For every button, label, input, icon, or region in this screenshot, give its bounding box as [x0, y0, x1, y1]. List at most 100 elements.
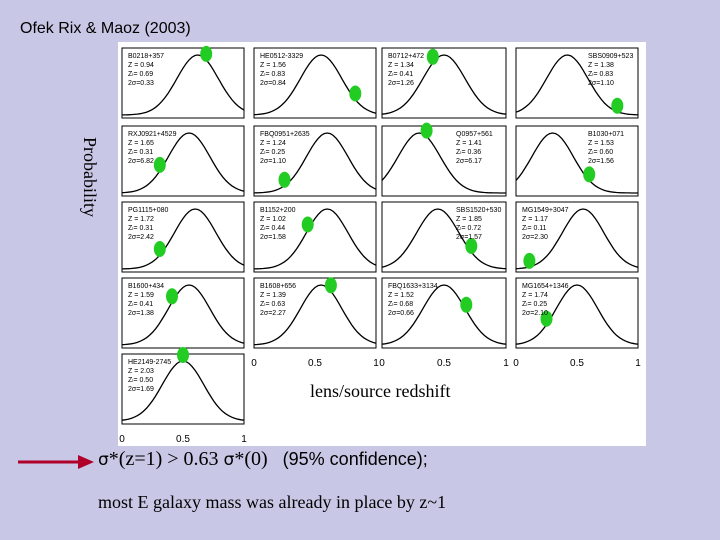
- panel-label-2: Zₗ= 0.72: [456, 225, 481, 232]
- y-axis-label: Probability: [80, 137, 100, 217]
- panel-label-1: Z = 1.65: [128, 140, 154, 147]
- probability-curve: [515, 284, 639, 345]
- lens-redshift-marker: [324, 277, 337, 294]
- panel-label-2: Zₗ= 0.41: [388, 71, 413, 78]
- probability-curve: [253, 284, 377, 346]
- panel-frame: [253, 125, 377, 197]
- probability-curve: [381, 284, 507, 345]
- panel-label-3: 2σ=1.38: [128, 310, 154, 317]
- panel-frame: [253, 277, 377, 349]
- right-arrow-icon: [18, 455, 94, 469]
- panel-label-1: Z = 1.41: [456, 140, 482, 147]
- panel-label-2: Zₗ= 0.50: [128, 377, 153, 384]
- lens-redshift-marker: [200, 45, 213, 62]
- panel-label-0: SBS1520+530: [456, 207, 501, 214]
- panel-label-2: Zₗ= 0.68: [388, 301, 413, 308]
- conclusion-text: most E galaxy mass was already in place …: [98, 492, 447, 512]
- panel-label-3: 2σ=0.66: [388, 310, 414, 317]
- x-tick-label: 1: [241, 434, 247, 445]
- panel-label-0: HE0512-3329: [260, 53, 303, 60]
- panel-label-1: Z = 1.74: [522, 292, 548, 299]
- x-axis-label: lens/source redshift: [310, 381, 451, 401]
- result-rhs: *(0): [234, 448, 268, 470]
- lens-redshift-marker: [349, 85, 362, 102]
- panel-label-3: 2σ=1.56: [588, 158, 614, 165]
- probability-curve: [381, 132, 506, 194]
- lens-redshift-marker: [301, 216, 314, 233]
- probability-curve: [515, 132, 638, 194]
- probability-curve: [121, 132, 245, 194]
- panel-frame: [381, 277, 507, 349]
- panel-label-2: Zₗ= 0.83: [260, 71, 285, 78]
- panel-label-2: Zₗ= 0.31: [128, 225, 153, 232]
- panel-label-0: FBQ0951+2635: [260, 131, 310, 138]
- lens-redshift-marker: [611, 97, 624, 114]
- x-tick-label: 0: [379, 358, 385, 369]
- panel-label-0: PG1115+080: [128, 207, 169, 214]
- x-tick-label: 1: [373, 358, 379, 369]
- x-tick-label: 1: [635, 358, 641, 369]
- result-statement: σ*(z=1) > 0.63 σ*(0) (95% confidence);: [98, 448, 428, 471]
- panel-label-3: 2σ=1.57: [456, 234, 482, 241]
- sigma-symbol: σ: [98, 450, 109, 470]
- citation-title: Ofek Rix & Maoz (2003): [20, 20, 191, 37]
- panel-label-3: 2σ=0.84: [260, 80, 286, 87]
- panel-label-2: Zₗ= 0.83: [588, 71, 613, 78]
- x-tick-label: 0: [119, 434, 125, 445]
- result-lhs: *(z=1) > 0.63: [108, 448, 224, 470]
- panel-label-2: Zₗ= 0.60: [588, 149, 613, 156]
- panel-frame: [515, 277, 639, 349]
- panel-frame: [515, 125, 639, 197]
- probability-curve: [253, 132, 377, 194]
- lens-redshift-marker: [153, 156, 166, 173]
- panel-label-1: Z = 1.02: [260, 216, 286, 223]
- panel-frame: [381, 201, 507, 273]
- panel-label-3: 2σ=1.58: [260, 234, 286, 241]
- lens-redshift-marker: [465, 238, 478, 254]
- lens-redshift-marker: [523, 252, 536, 269]
- panel-label-0: HE2149-2745: [128, 359, 171, 366]
- panel-label-3: 2σ=6.17: [456, 158, 482, 165]
- panel-label-3: 2σ=2.30: [522, 234, 548, 241]
- panel-label-3: 2σ=0.33: [128, 80, 154, 87]
- x-tick-label: 1: [503, 358, 509, 369]
- probability-curve: [122, 54, 245, 116]
- probability-curve: [121, 284, 245, 346]
- panel-frame: [121, 201, 245, 273]
- panel-frame: [381, 125, 507, 197]
- x-tick-label: 0.5: [176, 434, 190, 445]
- panel-label-0: SBS0909+523: [588, 53, 633, 60]
- probability-curve: [253, 208, 377, 270]
- panel-label-2: Zₗ= 0.31: [128, 149, 153, 156]
- panel-label-3: 2σ=6.82: [128, 158, 154, 165]
- confidence-text: (95% confidence);: [282, 449, 428, 469]
- panel-label-1: Z = 1.17: [522, 216, 548, 223]
- panel-label-1: Z = 1.39: [260, 292, 286, 299]
- probability-curve: [515, 208, 639, 270]
- panel-frame: [381, 47, 507, 119]
- panel-label-1: Z = 1.34: [388, 62, 414, 69]
- panel-label-1: Z = 1.53: [588, 140, 614, 147]
- panel-label-3: 2σ=1.10: [588, 80, 614, 87]
- panel-label-3: 2σ=2.42: [128, 234, 154, 241]
- lens-redshift-marker: [153, 241, 166, 257]
- panel-label-0: B1608+656: [260, 283, 296, 290]
- panel-label-1: Z = 2.03: [128, 368, 154, 375]
- panel-label-2: Zₗ= 0.41: [128, 301, 153, 308]
- panel-label-2: Zₗ= 0.63: [260, 301, 285, 308]
- panel-label-2: Zₗ= 0.25: [260, 149, 285, 156]
- probability-curve: [121, 208, 245, 270]
- lens-redshift-marker: [460, 296, 473, 313]
